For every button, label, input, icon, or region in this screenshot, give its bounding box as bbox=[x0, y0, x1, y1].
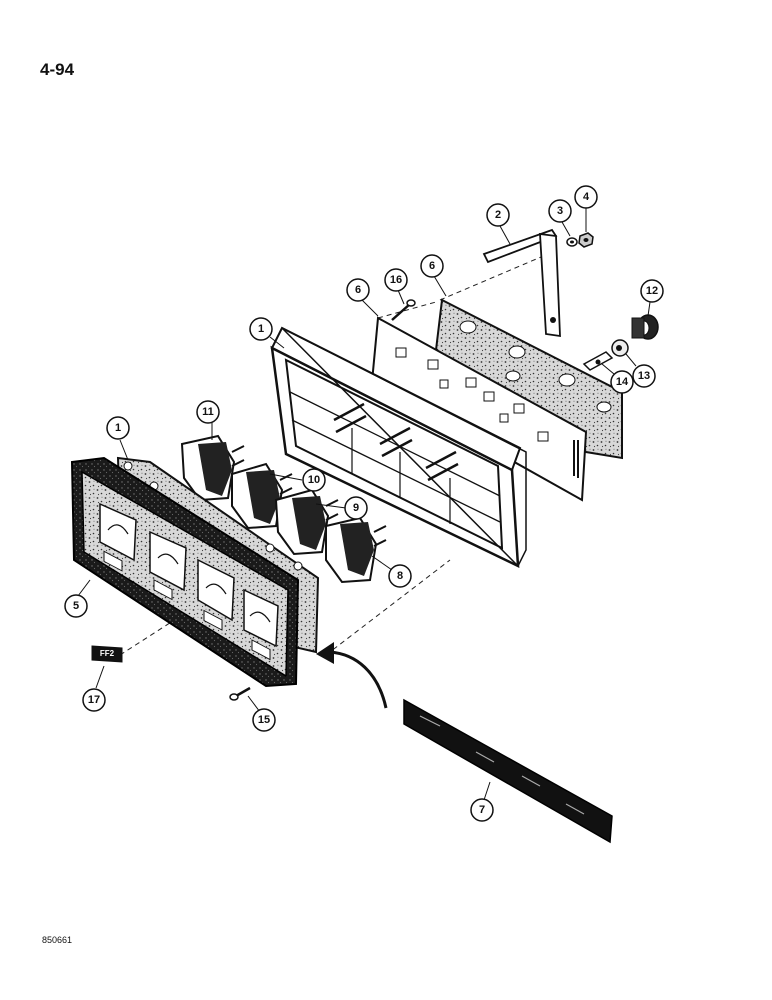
callout-12: 12 bbox=[640, 279, 664, 303]
instrument-housing bbox=[270, 326, 527, 569]
svg-text:8: 8 bbox=[397, 570, 403, 582]
nut bbox=[578, 232, 594, 248]
svg-text:4: 4 bbox=[583, 191, 590, 203]
gauge-8 bbox=[325, 516, 387, 584]
callout-1-gasket: 1 bbox=[106, 416, 130, 440]
svg-text:12: 12 bbox=[646, 285, 658, 297]
svg-text:5: 5 bbox=[73, 600, 79, 612]
printed-circuit-board bbox=[370, 316, 588, 502]
callout-13: 13 bbox=[632, 364, 656, 388]
page-number: 4-94 bbox=[40, 60, 75, 79]
leader-lines bbox=[119, 253, 549, 656]
callout-17: 17 bbox=[82, 688, 106, 712]
callout-10: 10 bbox=[302, 468, 326, 492]
callout-9: 9 bbox=[344, 496, 368, 520]
callout-6-rear: 6 bbox=[420, 254, 444, 278]
svg-text:7: 7 bbox=[479, 804, 485, 816]
callout-14: 14 bbox=[610, 370, 634, 394]
curved-arrow bbox=[316, 642, 388, 709]
lamp-bulb bbox=[611, 339, 629, 357]
svg-text:10: 10 bbox=[308, 474, 320, 486]
svg-text:16: 16 bbox=[390, 274, 402, 286]
svg-text:6: 6 bbox=[429, 260, 435, 272]
lamp-socket bbox=[631, 314, 659, 340]
callout-7: 7 bbox=[470, 798, 494, 822]
callout-1-housing: 1 bbox=[249, 317, 273, 341]
mounting-bracket bbox=[482, 228, 561, 338]
callout-8: 8 bbox=[388, 564, 412, 588]
svg-text:17: 17 bbox=[88, 694, 100, 706]
svg-text:1: 1 bbox=[115, 422, 121, 434]
callout-15: 15 bbox=[252, 708, 276, 732]
svg-text:14: 14 bbox=[616, 376, 629, 388]
gauge-11 bbox=[180, 434, 245, 502]
screw-15 bbox=[229, 686, 251, 701]
gauge-10 bbox=[231, 462, 293, 530]
callout-2: 2 bbox=[486, 203, 510, 227]
svg-text:9: 9 bbox=[353, 502, 359, 514]
callout-6-board: 6 bbox=[346, 278, 370, 302]
lamp-holder bbox=[582, 351, 614, 371]
svg-text:6: 6 bbox=[355, 284, 361, 296]
callout-16: 16 bbox=[384, 268, 408, 292]
callout-5: 5 bbox=[64, 594, 88, 618]
callout-3: 3 bbox=[548, 199, 572, 223]
callout-11: 11 bbox=[196, 400, 220, 424]
screw-16 bbox=[391, 299, 416, 321]
callouts: 1 1 2 3 4 5 6 6 7 8 9 10 11 12 13 14 15 … bbox=[64, 185, 664, 822]
gauge-9 bbox=[274, 488, 339, 556]
decal-text: FF2 bbox=[100, 649, 115, 658]
instrument-faceplate bbox=[70, 456, 300, 688]
svg-text:15: 15 bbox=[258, 714, 270, 726]
washer bbox=[566, 237, 578, 247]
svg-text:13: 13 bbox=[638, 370, 650, 382]
svg-text:2: 2 bbox=[495, 209, 501, 221]
decal: FF2 bbox=[91, 645, 123, 663]
svg-text:1: 1 bbox=[258, 323, 264, 335]
callout-leaders bbox=[77, 208, 651, 801]
rear-circuit-board bbox=[434, 298, 623, 460]
svg-text:3: 3 bbox=[557, 205, 563, 217]
decal-strip bbox=[403, 698, 613, 844]
callout-4: 4 bbox=[574, 185, 598, 209]
svg-text:11: 11 bbox=[202, 406, 214, 418]
figure-code: 850661 bbox=[42, 935, 73, 945]
